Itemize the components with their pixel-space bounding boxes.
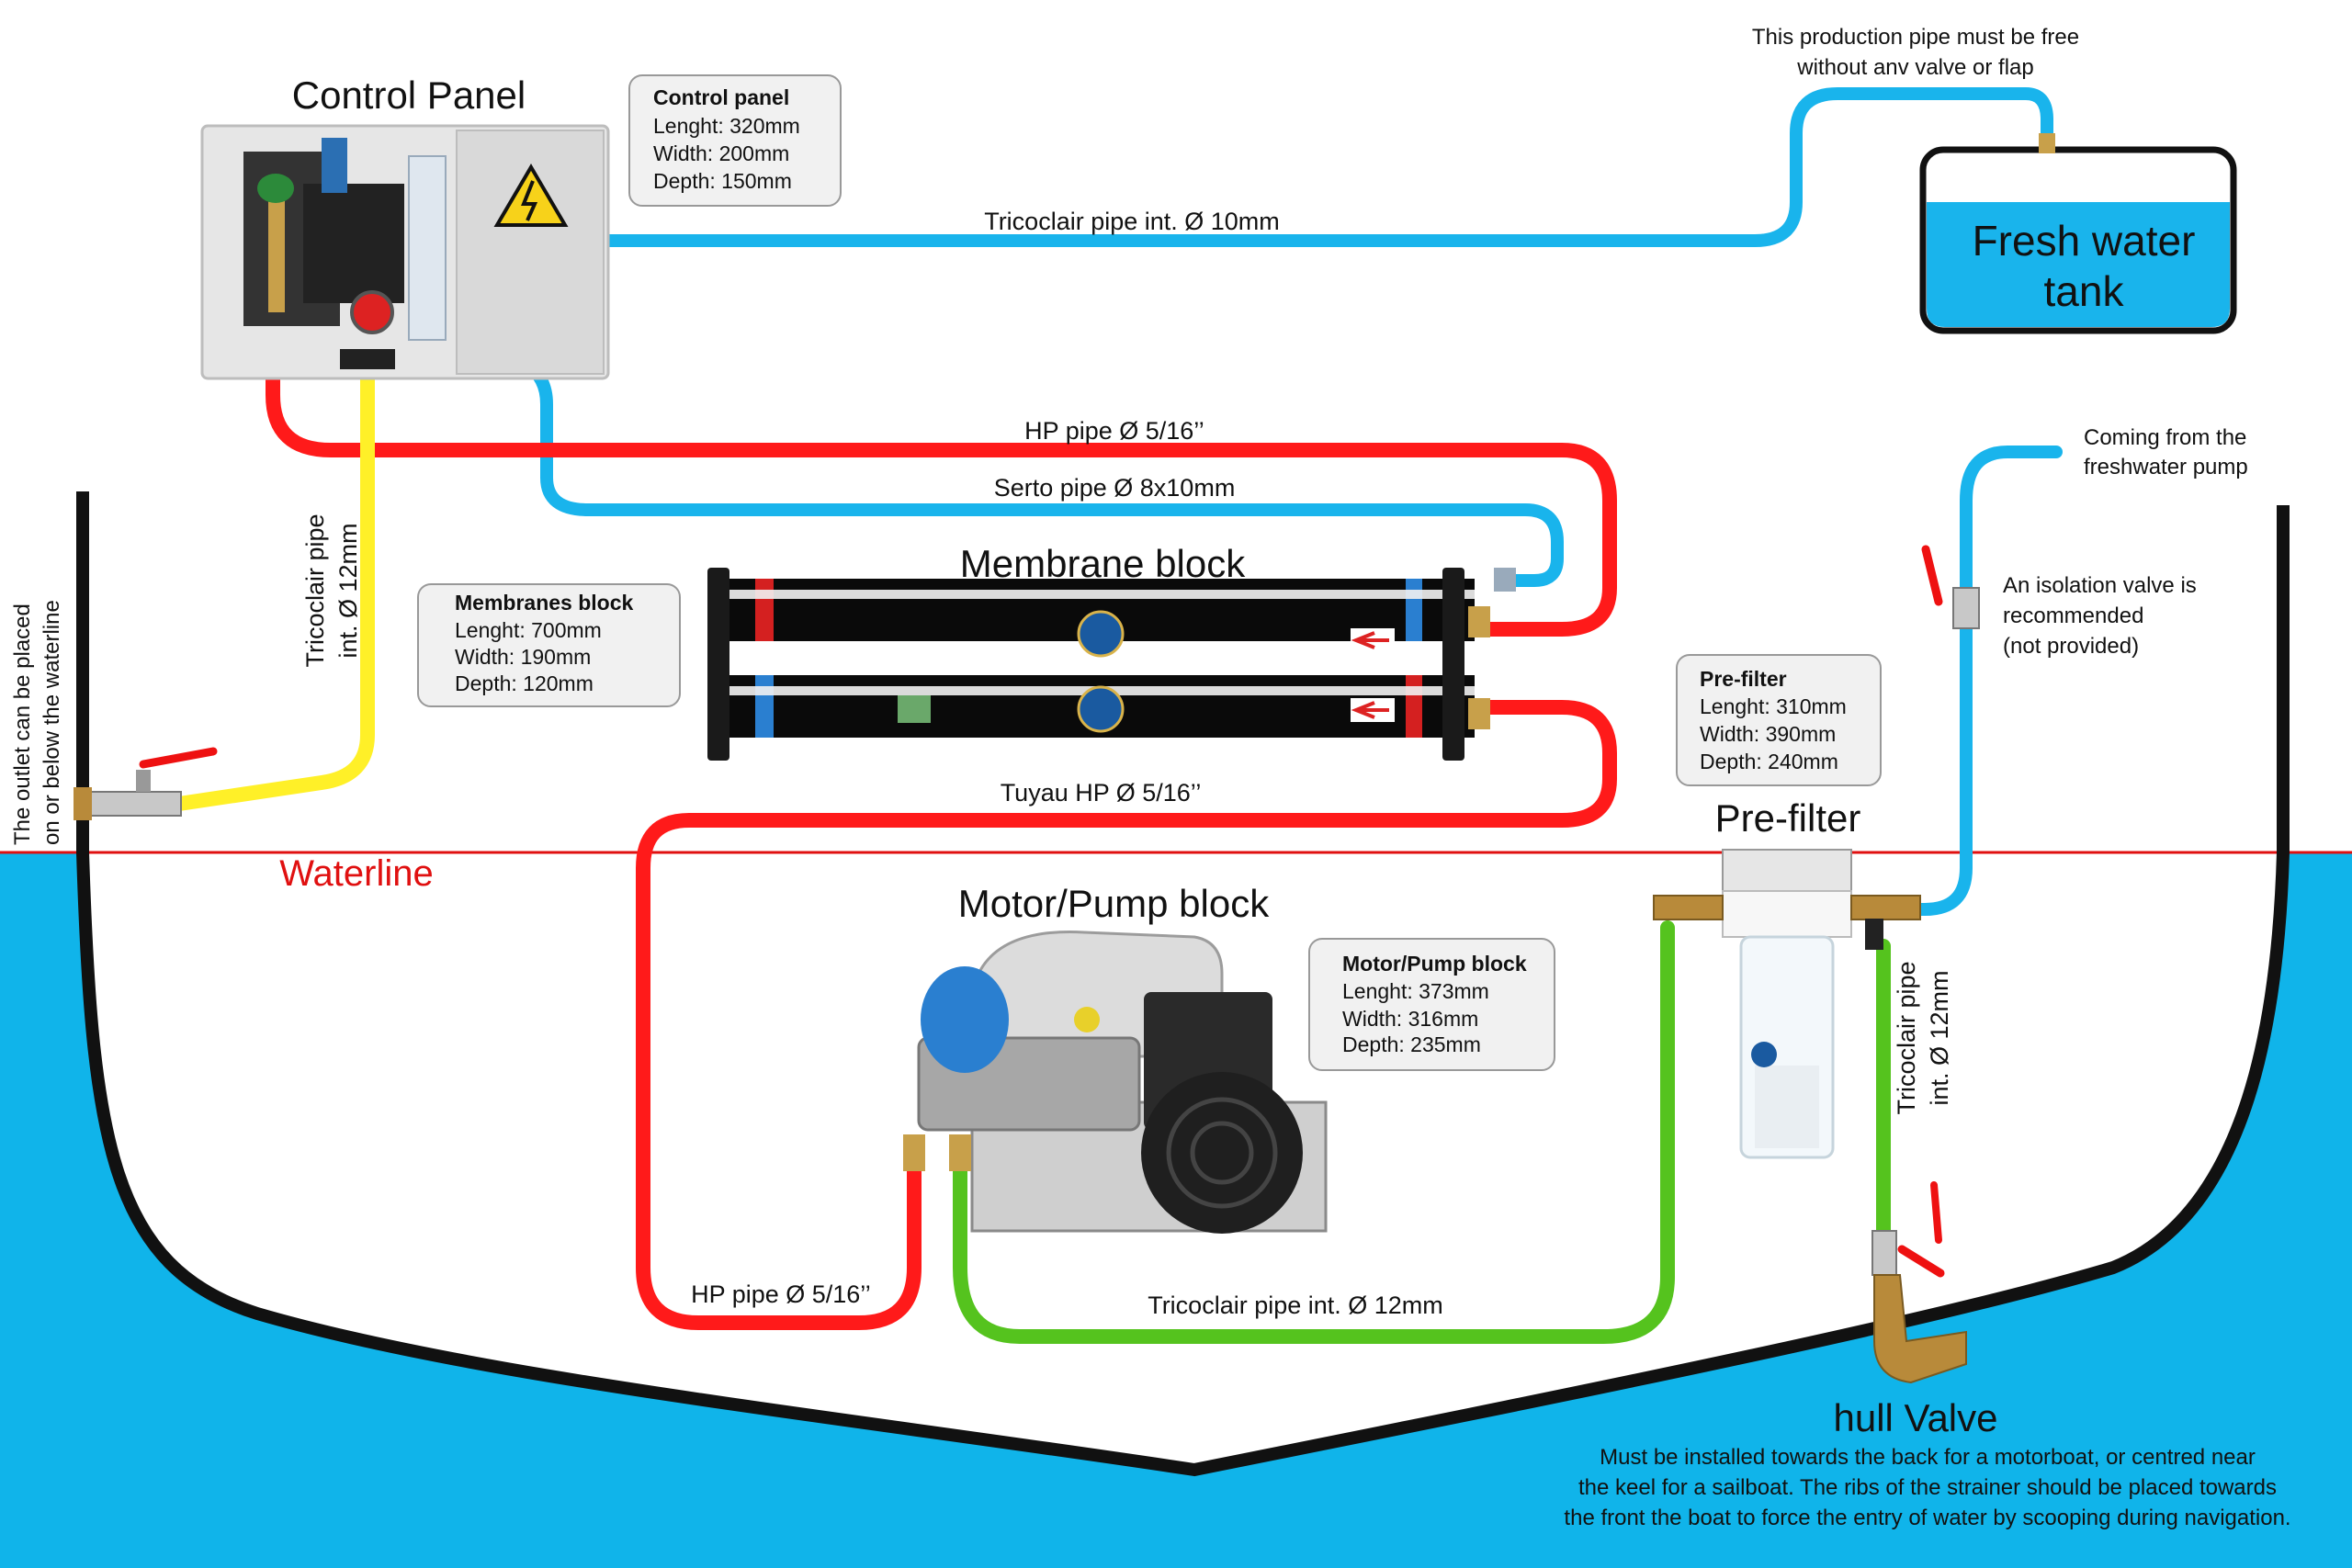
outlet-valve — [74, 747, 218, 820]
freshwater-note-line2: freshwater pump — [2084, 455, 2248, 479]
isolation-note-line1: An isolation valve is — [2003, 573, 2197, 598]
production-note-line1: This production pipe must be free — [1752, 25, 2079, 50]
production-pipe-label: Tricoclair pipe int. Ø 10mm — [984, 208, 1280, 235]
tricoclair-right-pipe-label: Tricoclair pipe int. Ø 12mm — [1893, 961, 1953, 1114]
serto-pipe-label: Serto pipe Ø 8x10mm — [994, 474, 1236, 502]
freshwater-inlet-pipe — [1905, 446, 2063, 916]
spec-depth: Depth: 235mm — [1342, 1032, 1481, 1056]
spec-width: Width: 390mm — [1700, 722, 1836, 746]
flow-arrow-icon — [1351, 631, 1389, 649]
hp-top-pipe-label: HP pipe Ø 5/16’’ — [1024, 417, 1204, 445]
tricoclair-left-line2: int. Ø 12mm — [334, 523, 362, 658]
outlet-note-line1: The outlet can be placed — [10, 604, 35, 845]
flow-arrow-icon-2 — [1351, 701, 1389, 719]
spec-box-membranes: Membranes block Lenght: 700mm Width: 190… — [417, 583, 681, 707]
motor-pump-block-title: Motor/Pump block — [958, 882, 1270, 925]
fresh-water-tank: Fresh water tank — [1919, 146, 2237, 334]
tricoclair-bottom-pipe-label: Tricoclair pipe int. Ø 12mm — [1148, 1292, 1443, 1319]
hull-note-line3: the front the boat to force the entry of… — [1564, 1506, 2290, 1530]
tank-label-line2: tank — [2044, 267, 2125, 315]
hp-pipe-top — [266, 296, 1617, 637]
hull-outline — [76, 491, 2290, 1477]
control-panel-device — [200, 124, 610, 380]
tricoclair-left-pipe-label: Tricoclair pipe int. Ø 12mm — [301, 513, 362, 667]
hull-valve-title: hull Valve — [1834, 1396, 1998, 1439]
spec-length: Lenght: 310mm — [1700, 694, 1847, 718]
spec-box-pre-filter: Pre-filter Lenght: 310mm Width: 390mm De… — [1676, 654, 1882, 786]
motor-fan-cover — [1141, 1072, 1303, 1234]
isolation-note-line2: recommended — [2003, 604, 2143, 628]
waterline-label: Waterline — [279, 853, 433, 894]
outlet-note: The outlet can be placed on or below the… — [10, 600, 64, 845]
spec-width: Width: 200mm — [653, 141, 789, 165]
hp-pipe-membrane-to-pump — [636, 700, 1617, 1330]
motor-pump-device — [903, 931, 1328, 1234]
tuyau-hp-pipe-label: Tuyau HP Ø 5/16’’ — [1001, 779, 1202, 807]
hp-bottom-pipe-label: HP pipe Ø 5/16’’ — [691, 1280, 871, 1308]
pre-filter-device — [1653, 849, 1921, 1159]
tricoclair-right-line1: Tricoclair pipe — [1893, 961, 1920, 1114]
spec-title: Membranes block — [455, 591, 633, 615]
tank-label-line1: Fresh water — [1973, 217, 2196, 265]
spec-width: Width: 190mm — [455, 645, 591, 669]
outlet-note-line2: on or below the waterline — [40, 600, 64, 845]
spec-title: Control panel — [653, 85, 789, 109]
spec-title: Motor/Pump block — [1342, 952, 1527, 976]
spec-width: Width: 316mm — [1342, 1007, 1478, 1031]
spec-title: Pre-filter — [1700, 667, 1787, 691]
high-voltage-warning-icon — [493, 164, 569, 227]
tank-inlet-fitting — [2039, 133, 2055, 153]
spec-box-control-panel: Control panel Lenght: 320mm Width: 200mm… — [628, 74, 842, 207]
hull-note-line2: the keel for a sailboat. The ribs of the… — [1578, 1475, 2277, 1500]
hull-valve-fitting — [1871, 1181, 1967, 1384]
production-note-line2: without anv valve or flap — [1796, 55, 2033, 80]
membrane-logo-icon — [1077, 610, 1125, 658]
tricoclair-left-line1: Tricoclair pipe — [301, 513, 329, 667]
pre-filter-logo-icon — [1751, 1042, 1777, 1067]
spec-depth: Depth: 240mm — [1700, 750, 1838, 773]
isolation-note-line3: (not provided) — [2003, 634, 2139, 659]
control-panel-title: Control Panel — [292, 73, 526, 117]
freshwater-note-line1: Coming from the — [2084, 425, 2246, 450]
spec-box-motor-pump: Motor/Pump block Lenght: 373mm Width: 31… — [1308, 938, 1555, 1071]
reject-pipe — [172, 369, 375, 811]
accumulator-tank — [921, 966, 1009, 1073]
spec-length: Lenght: 320mm — [653, 114, 800, 138]
tricoclair-right-line2: int. Ø 12mm — [1926, 970, 1953, 1105]
membrane-block-device — [707, 568, 1516, 761]
membrane-block-title: Membrane block — [960, 542, 1246, 585]
isolation-valve — [1921, 545, 1980, 629]
panel-gauge — [350, 290, 394, 334]
spec-length: Lenght: 373mm — [1342, 979, 1489, 1003]
pre-filter-title: Pre-filter — [1715, 796, 1861, 840]
spec-depth: Depth: 120mm — [455, 671, 594, 695]
spec-depth: Depth: 150mm — [653, 169, 792, 193]
feed-pipe-bottom — [953, 920, 1675, 1344]
spec-length: Lenght: 700mm — [455, 618, 602, 642]
hull-note-line1: Must be installed towards the back for a… — [1600, 1445, 2256, 1470]
membrane-logo-icon-2 — [1077, 685, 1125, 733]
